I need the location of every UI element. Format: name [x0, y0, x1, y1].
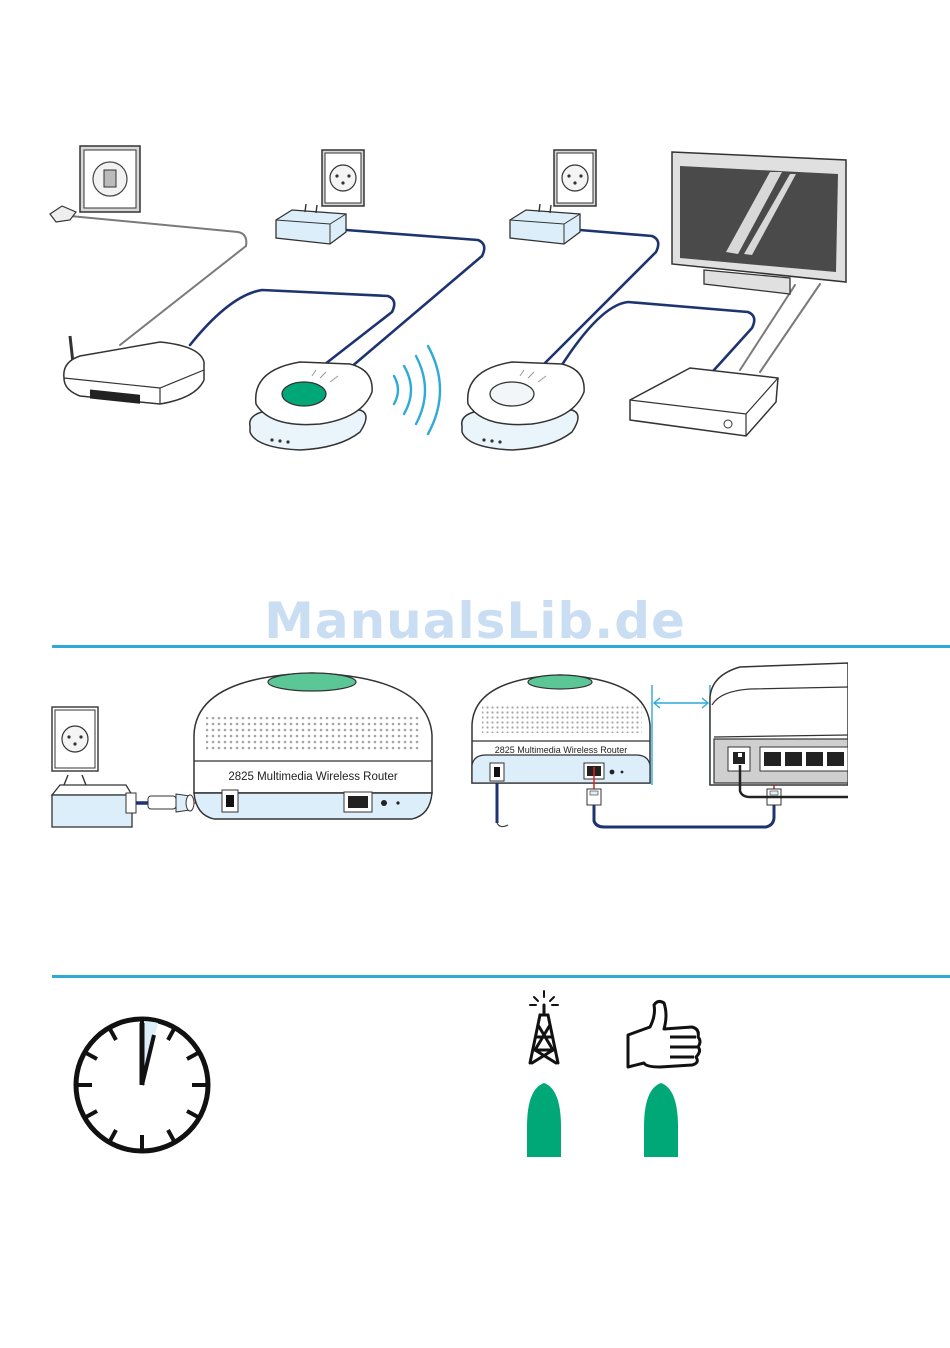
distance-arrow-icon	[652, 685, 710, 785]
connection-steps-diagram: 2825 Multimedia Wireless Router 2825 Mul…	[0, 655, 950, 835]
status-indicators-diagram	[0, 985, 950, 1175]
tv-to-stb-cable-2	[760, 284, 820, 372]
section-divider-1	[52, 645, 950, 648]
dsl-router-back-icon	[710, 663, 848, 785]
power-socket-icon	[52, 707, 98, 771]
wireless-adapter-icon	[250, 362, 372, 450]
power-socket-icon	[322, 150, 364, 206]
set-top-box-icon	[630, 368, 778, 470]
tv-icon	[672, 152, 846, 294]
wireless-router-back-left	[194, 673, 432, 819]
phone-line-cable	[70, 216, 246, 345]
led-icon-2	[644, 1083, 678, 1157]
power-adapter-icon-2	[510, 204, 580, 244]
power-cable-right	[540, 230, 658, 368]
section-divider-2	[52, 975, 950, 978]
tv-to-stb-cable	[740, 285, 795, 370]
thumbs-up-icon	[628, 1001, 700, 1067]
wifi-waves-icon	[394, 346, 440, 434]
power-adapter-icon	[52, 775, 136, 827]
power-socket-icon-2	[554, 150, 596, 206]
phone-socket-icon	[80, 146, 140, 212]
watermark-text: ManualsLib.de	[0, 592, 950, 650]
dsl-router-icon	[64, 336, 204, 404]
router-model-label-left: 2825 Multimedia Wireless Router	[228, 771, 398, 783]
adapter-to-stb-cable	[560, 302, 754, 380]
installation-overview-diagram	[0, 0, 950, 470]
router-model-label-right: 2825 Multimedia Wireless Router	[495, 745, 628, 755]
clock-icon	[76, 1019, 208, 1151]
wireless-adapter-icon-2	[462, 362, 584, 450]
power-adapter-icon	[276, 204, 346, 244]
power-cable-left	[346, 230, 484, 368]
antenna-tower-icon	[530, 991, 558, 1063]
lan-cable	[594, 805, 774, 827]
phone-plug-icon	[50, 206, 76, 222]
led-icon	[527, 1083, 561, 1157]
wireless-router-back-right	[472, 675, 650, 783]
